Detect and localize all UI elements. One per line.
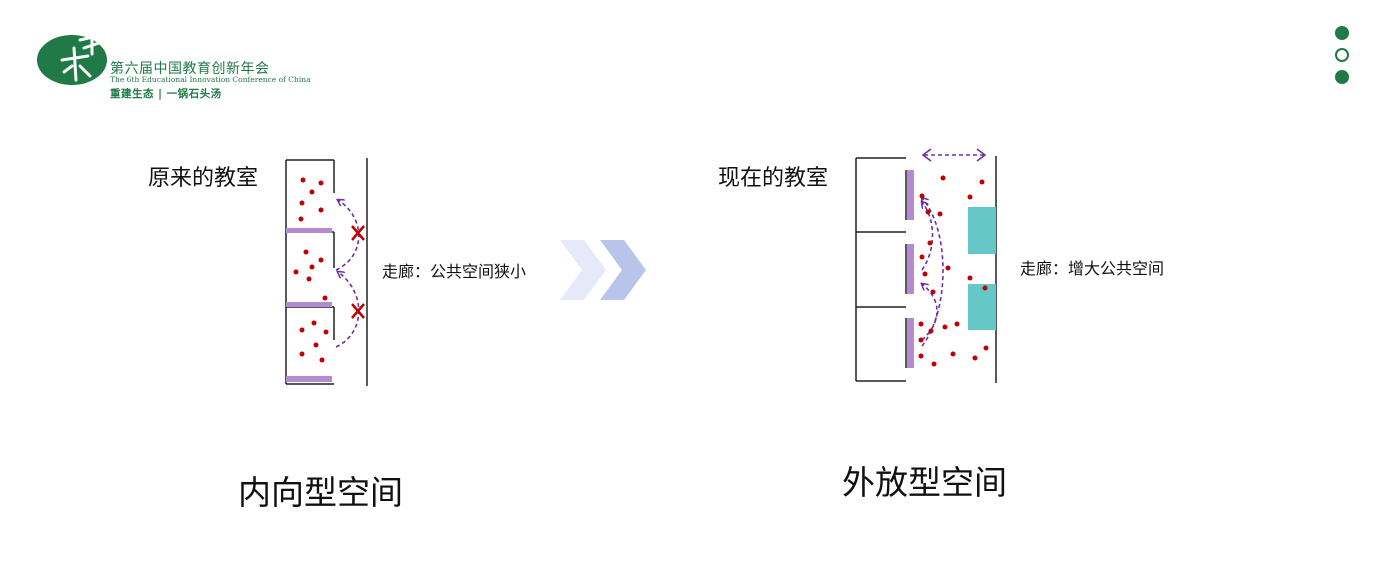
logo-title-cn: 第六届中国教育创新年会 — [110, 61, 270, 77]
logo-slogan: 重建生态 | 一锅石头汤 — [110, 88, 222, 100]
transition-chevron-icon — [560, 240, 646, 300]
student-dots — [918, 175, 989, 367]
public-space-block — [968, 284, 996, 330]
page-dot-3[interactable] — [1335, 70, 1349, 84]
blocked-x-icon — [351, 303, 365, 319]
flow-arrow — [922, 202, 934, 271]
original-corridor-label: 走廊：公共空间狭小 — [382, 262, 527, 281]
original-classroom-label: 原来的教室 — [148, 166, 259, 191]
public-space-block — [968, 207, 996, 254]
logo-badge-icon — [37, 30, 108, 85]
inward-space-caption: 内向型空间 — [238, 473, 403, 512]
blocked-x-icon — [351, 225, 365, 241]
board — [286, 228, 332, 233]
inward-classrooms — [285, 158, 368, 386]
page-nav-dots — [1335, 26, 1349, 84]
student-dots — [293, 177, 329, 363]
blocked-path-arrow — [335, 200, 360, 271]
board — [907, 244, 914, 294]
current-classroom-label: 现在的教室 — [718, 166, 829, 191]
flow-arrow — [922, 284, 938, 341]
board — [907, 318, 914, 368]
logo-title-en: The 6th Educational Innovation Conferenc… — [110, 75, 311, 84]
current-corridor-label: 走廊：增大公共空间 — [1020, 259, 1165, 278]
board — [907, 170, 914, 220]
page-dot-1[interactable] — [1335, 26, 1349, 40]
page-dot-2-active[interactable] — [1335, 48, 1349, 62]
outward-classrooms — [855, 148, 997, 383]
board — [286, 302, 332, 307]
widening-arrow-icon — [921, 148, 987, 162]
outward-space-caption: 外放型空间 — [842, 463, 1007, 502]
board — [286, 376, 332, 382]
conference-logo: 第六届中国教育创新年会 The 6th Educational Innovati… — [36, 28, 311, 108]
